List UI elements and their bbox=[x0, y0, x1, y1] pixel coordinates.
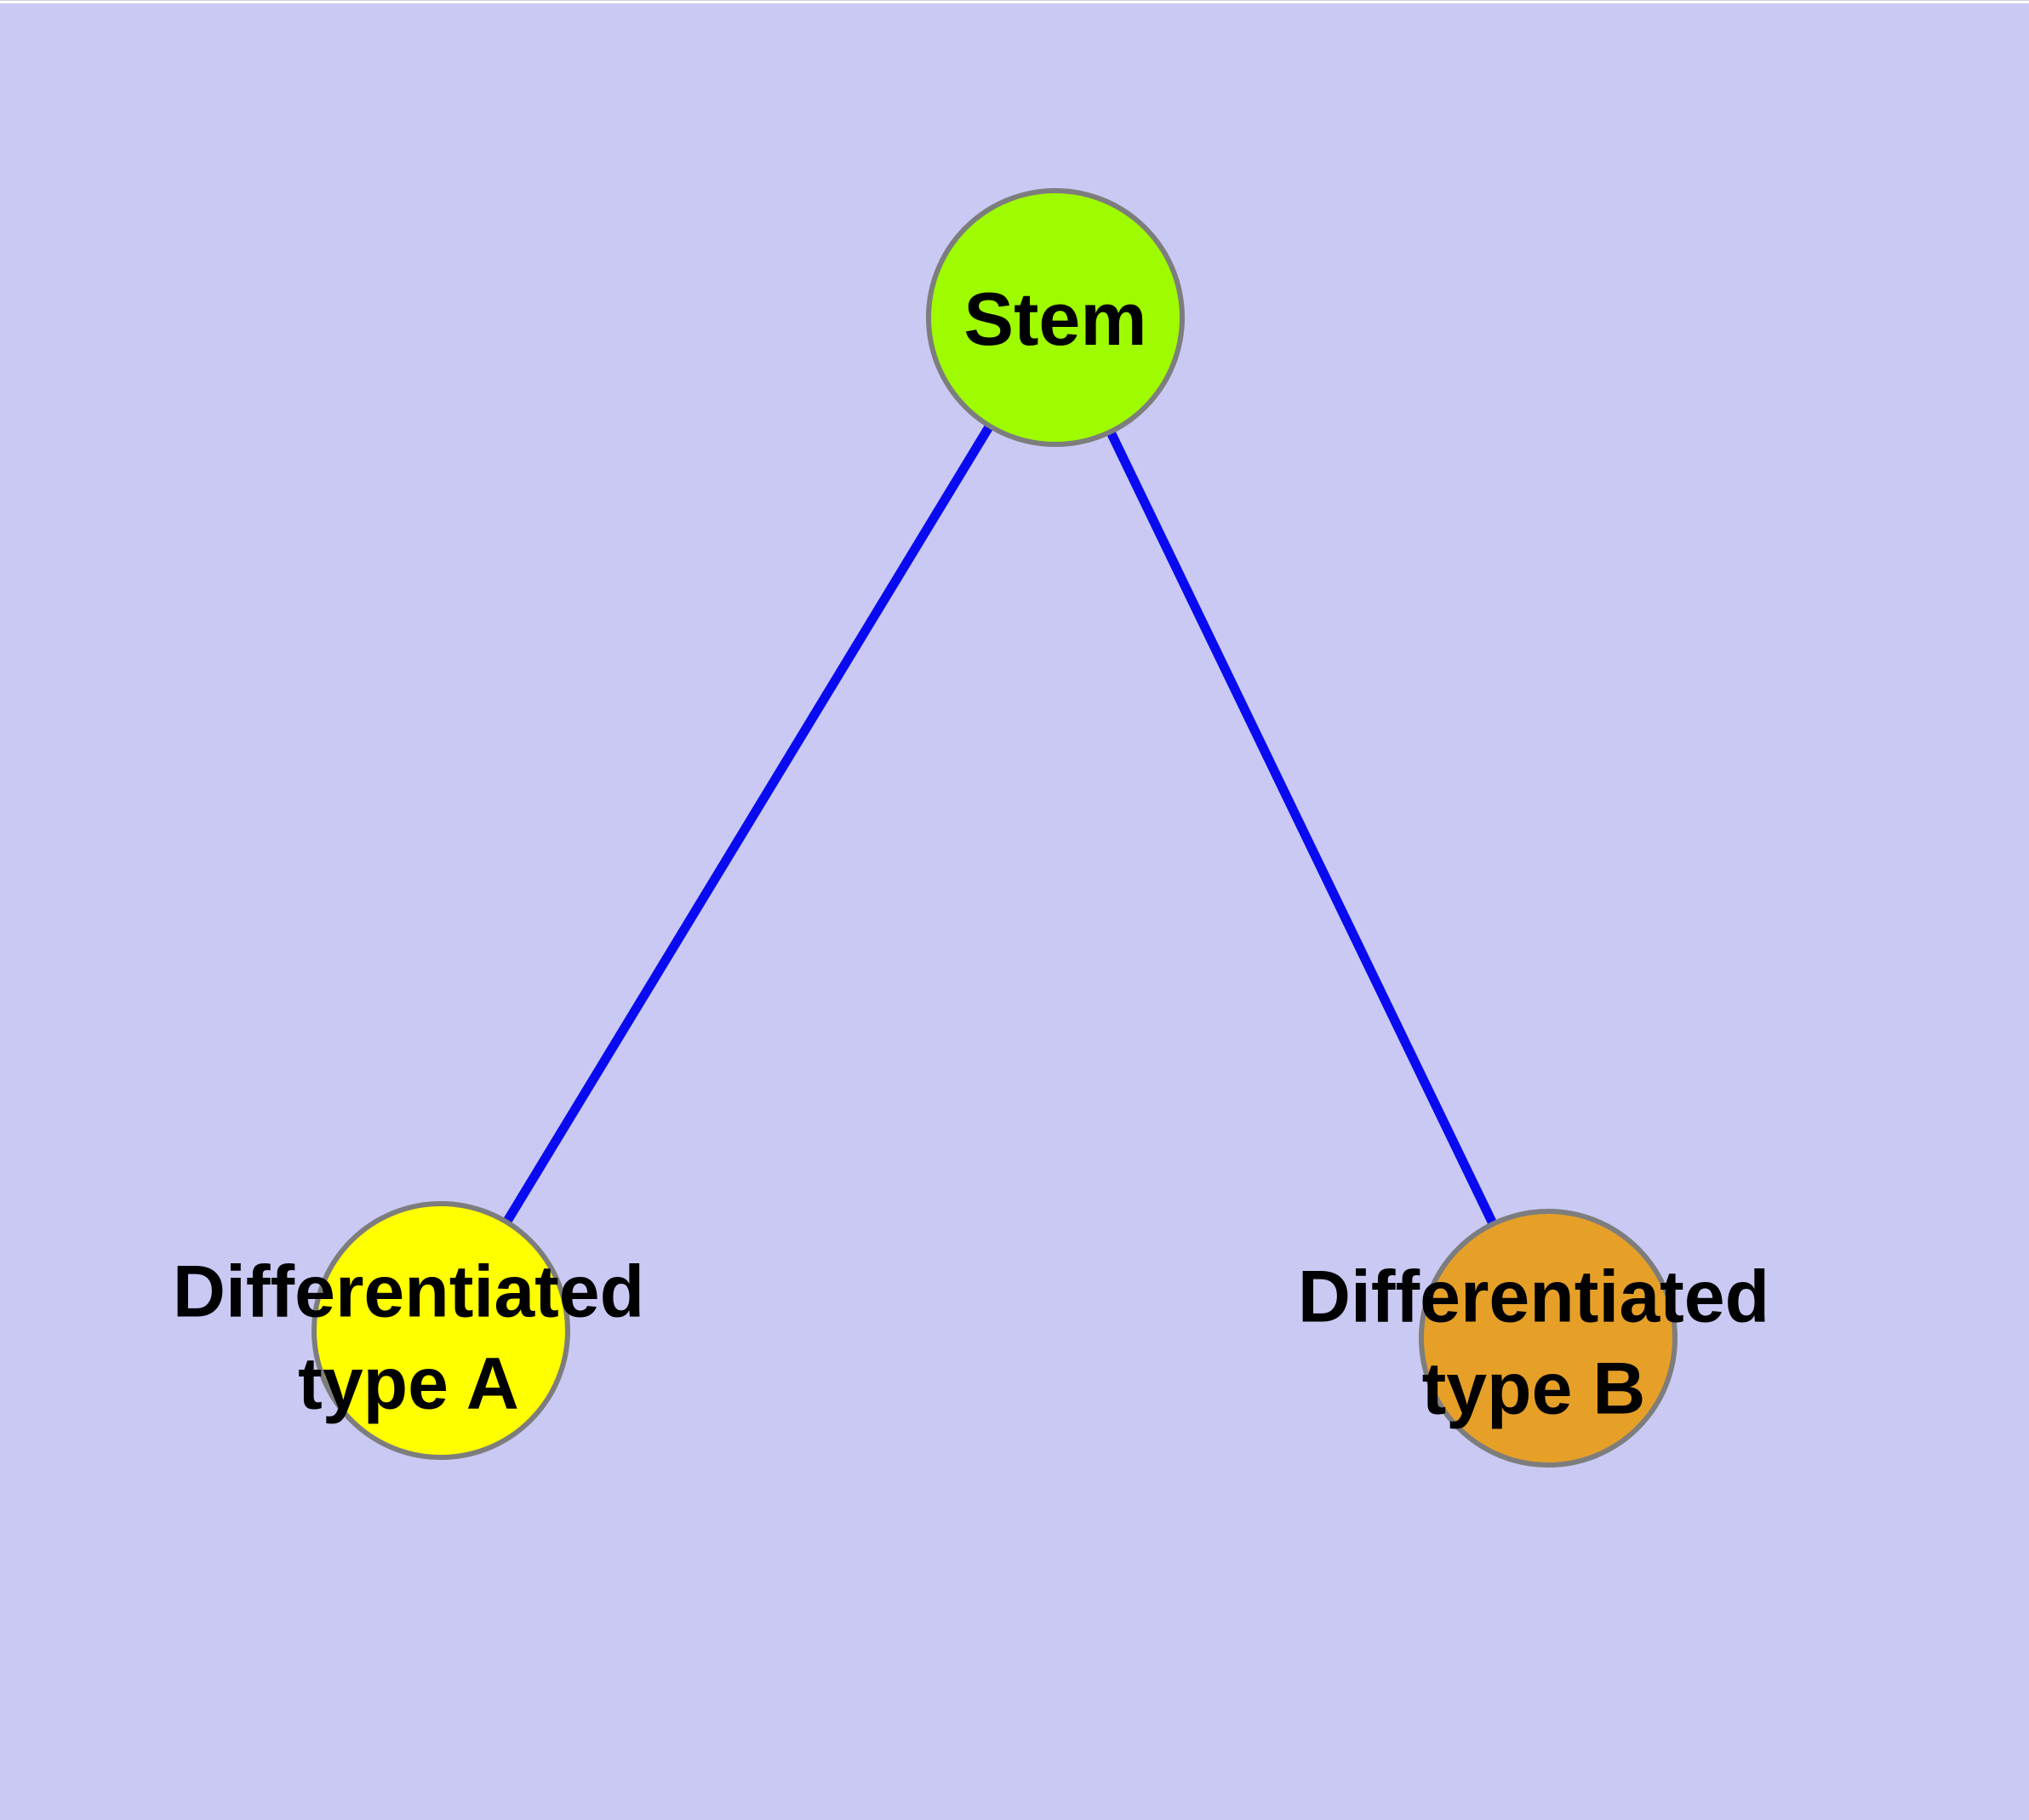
differentiated-type-b-node-circle bbox=[1419, 1209, 1677, 1468]
type-a-label-line2: type A bbox=[298, 1342, 519, 1424]
type-a-label-line1: Differentiated bbox=[172, 1251, 645, 1333]
differentiated-type-a-node-circle bbox=[311, 1201, 570, 1460]
stem-node-label: Stem bbox=[963, 277, 1147, 361]
differentiated-type-a-node-label: Differentiated type A bbox=[173, 1247, 644, 1430]
differentiated-type-b-node-label: Differentiated type B bbox=[1298, 1252, 1769, 1435]
type-b-label-line1: Differentiated bbox=[1297, 1256, 1770, 1338]
edge-stem-to-type-a bbox=[437, 315, 1060, 1333]
stem-node-circle bbox=[926, 188, 1185, 447]
type-b-label-line2: type B bbox=[1421, 1348, 1646, 1429]
window-top-strip bbox=[0, 0, 2029, 3]
edge-stem-to-type-b bbox=[1051, 315, 1552, 1341]
